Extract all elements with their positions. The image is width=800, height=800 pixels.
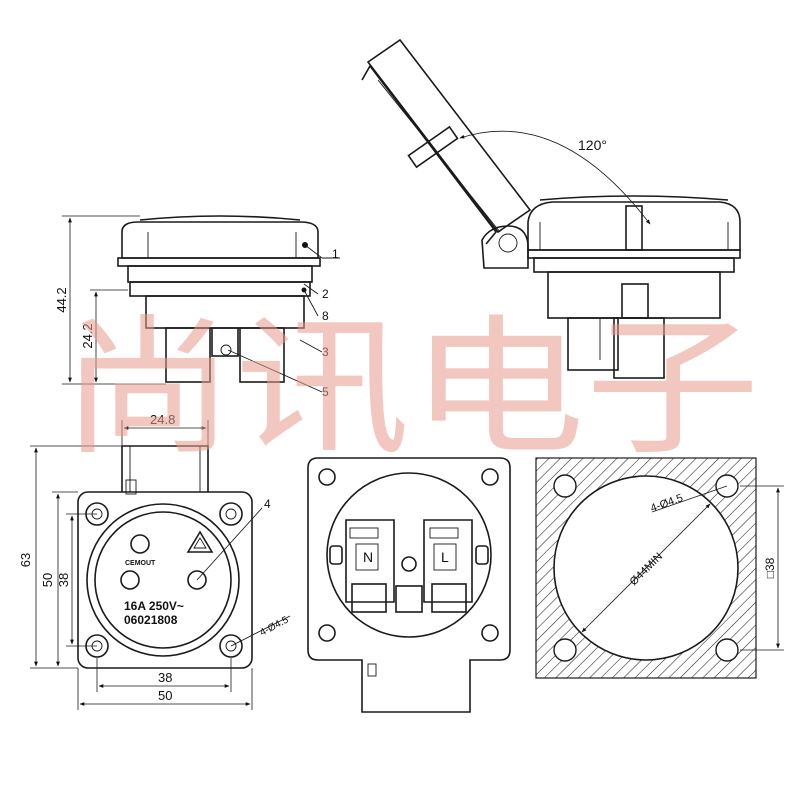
part-label-5: 5 [322,385,329,399]
dim-holes-front: 4-Ø4.5 [258,614,291,638]
brand-label: CEMOUT [125,560,156,567]
side-view [117,215,321,383]
part-label-4: 4 [264,497,271,511]
angle-arc [459,130,651,225]
dim-frame-50: 50 [40,573,55,587]
terminal-live: L [441,549,449,565]
code-label: 06021808 [124,613,178,627]
terminal-neutral: N [363,549,373,565]
dim-bottom-50: 50 [158,688,172,703]
part-label-8: 8 [322,309,329,323]
dim-outer-height: 63 [18,553,33,567]
dim-bottom-38: 38 [158,670,172,685]
side-view-dimensions [62,215,166,385]
panel-cutout-view [535,457,784,679]
back-view [307,457,511,713]
part-label-2: 2 [322,287,329,301]
watermark: 尚讯电子 [60,302,760,476]
part-leaders [227,244,340,393]
front-view [77,445,253,669]
dim-height-total: 44.2 [54,287,69,312]
part-label-3: 3 [322,345,329,359]
part-leader-4 [196,507,263,581]
dim-height-body: 24.2 [80,323,95,348]
hole-leader [230,615,291,647]
angle-label: 120° [578,137,607,153]
rating-label: 16A 250V~ [124,599,184,613]
part-label-1: 1 [332,247,339,261]
dim-frame-38: 38 [56,573,71,587]
dim-top-width: 24.8 [150,412,175,427]
front-view-dimensions [30,420,253,710]
dim-cutout-square: □38 [763,557,777,578]
